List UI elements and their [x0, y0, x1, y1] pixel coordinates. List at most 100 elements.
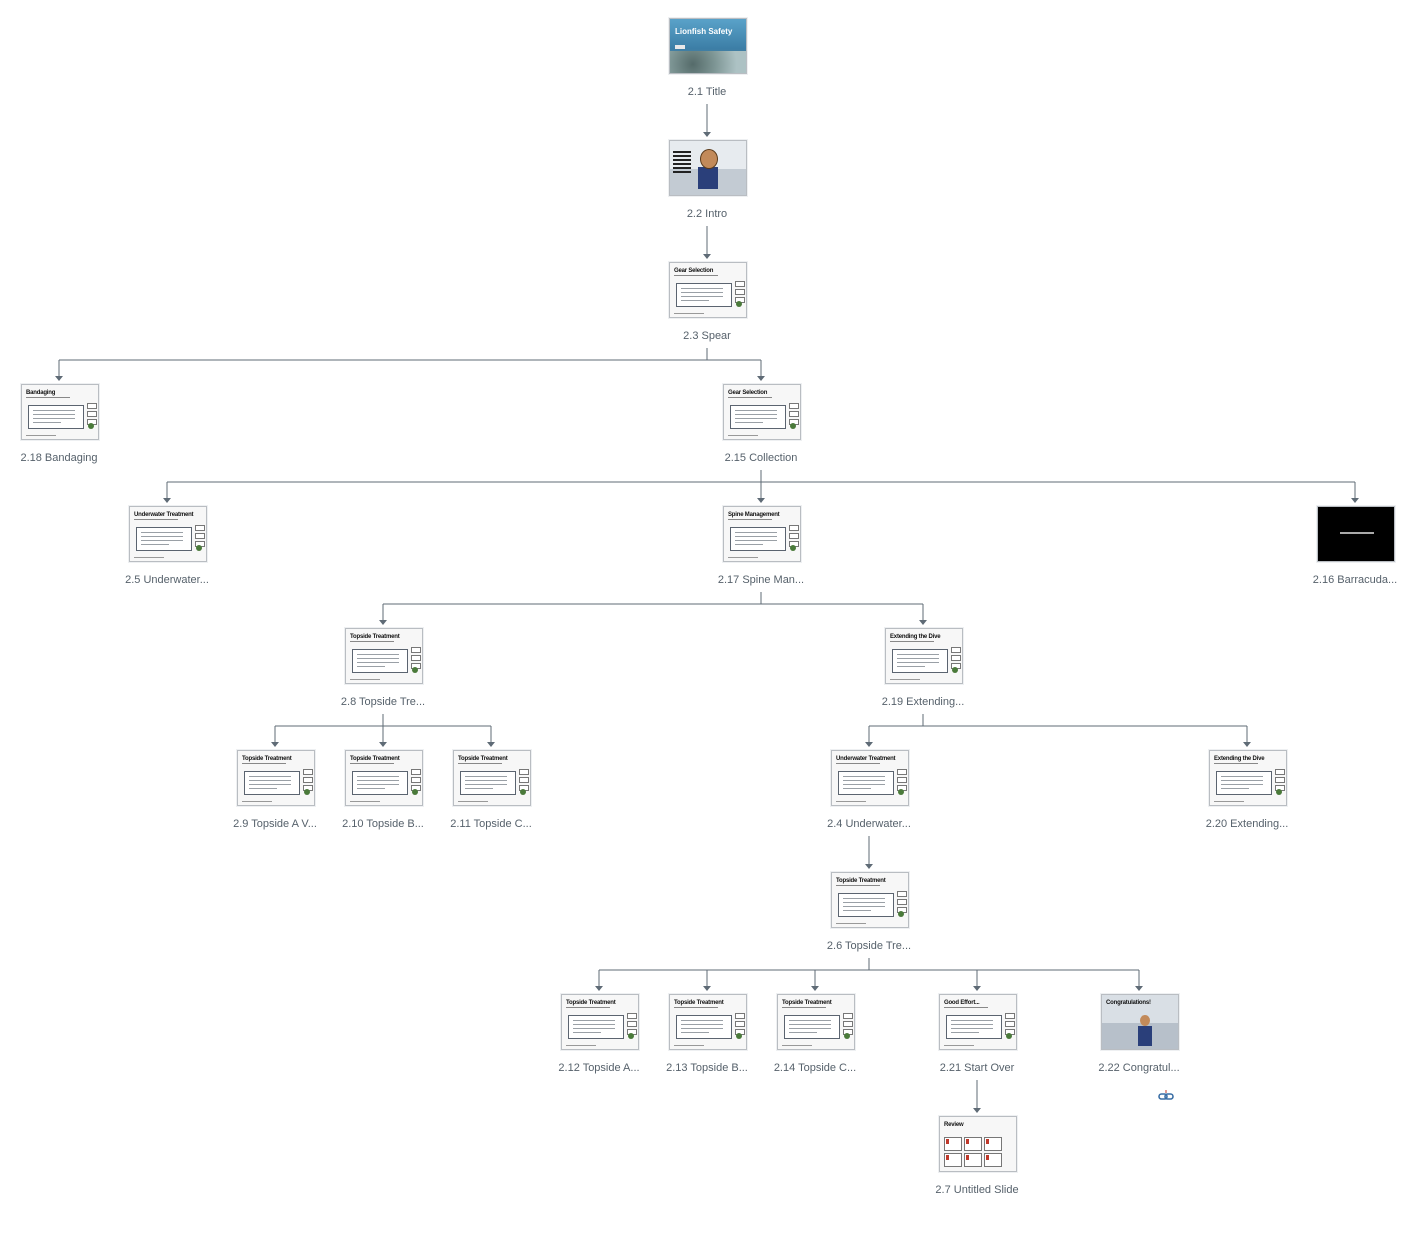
thumbnail-heading: Underwater Treatment	[836, 756, 896, 762]
slide-thumbnail[interactable]: Topside Treatment	[345, 628, 423, 684]
thumbnail-heading: Topside Treatment	[674, 1000, 724, 1006]
slide-node-n8[interactable]: Topside Treatment 2.8 Topside Tre...	[335, 628, 431, 728]
slide-thumbnail[interactable]: Topside Treatment	[237, 750, 315, 806]
arrowhead	[595, 986, 603, 991]
thumbnail-heading: Topside Treatment	[836, 878, 886, 884]
arrowhead	[865, 864, 873, 869]
arrowhead	[919, 620, 927, 625]
slide-thumbnail[interactable]: Gear Selection	[723, 384, 801, 440]
arrowhead	[271, 742, 279, 747]
slide-thumbnail[interactable]: Topside Treatment	[669, 994, 747, 1050]
slide-label: 2.2 Intro	[686, 208, 728, 220]
slide-node-n6[interactable]: Topside Treatment 2.6 Topside Tre...	[821, 872, 917, 972]
slide-node-n14[interactable]: Topside Treatment 2.14 Topside C...	[767, 994, 863, 1094]
slide-node-n22[interactable]: Congratulations! 2.22 Congratul...	[1091, 994, 1187, 1094]
thumbnail-heading: Lionfish Safety	[675, 27, 733, 36]
arrowhead	[487, 742, 495, 747]
slide-node-n3[interactable]: Gear Selection 2.3 Spear	[659, 262, 755, 362]
arrowhead	[757, 376, 765, 381]
arrowhead	[163, 498, 171, 503]
slide-label: 2.7 Untitled Slide	[935, 1184, 1019, 1196]
thumbnail-heading: Good Effort...	[944, 1000, 980, 1006]
slide-node-n10[interactable]: Topside Treatment 2.10 Topside B...	[335, 750, 431, 850]
slide-thumbnail[interactable]: Bandaging	[21, 384, 99, 440]
slide-thumbnail[interactable]: Lionfish Safety	[669, 18, 747, 74]
thumbnail-heading: Extending the Dive	[1214, 756, 1265, 762]
slide-thumbnail[interactable]: Gear Selection	[669, 262, 747, 318]
slide-thumbnail[interactable]: Underwater Treatment	[831, 750, 909, 806]
arrowhead	[865, 742, 873, 747]
slide-label: 2.21 Start Over	[939, 1062, 1015, 1074]
thumbnail-heading: Topside Treatment	[458, 756, 508, 762]
slide-node-n4[interactable]: Underwater Treatment 2.4 Underwater...	[821, 750, 917, 850]
slide-node-n11[interactable]: Topside Treatment 2.11 Topside C...	[443, 750, 539, 850]
arrowhead	[703, 254, 711, 259]
slide-node-n21[interactable]: Good Effort... 2.21 Start Over	[929, 994, 1025, 1094]
thumbnail-heading: Topside Treatment	[566, 1000, 616, 1006]
arrowhead	[973, 986, 981, 991]
slide-thumbnail[interactable]: Congratulations!	[1101, 994, 1179, 1050]
arrowhead	[703, 986, 711, 991]
slide-label: 2.8 Topside Tre...	[340, 696, 426, 708]
slide-thumbnail[interactable]: Topside Treatment	[831, 872, 909, 928]
slide-thumbnail[interactable]: Topside Treatment	[345, 750, 423, 806]
slide-thumbnail[interactable]: Extending the Dive	[885, 628, 963, 684]
slide-label: 2.3 Spear	[683, 330, 731, 342]
slide-node-n17[interactable]: Spine Management 2.17 Spine Man...	[713, 506, 809, 606]
arrowhead	[55, 376, 63, 381]
slide-thumbnail[interactable]: Topside Treatment	[561, 994, 639, 1050]
arrowhead	[811, 986, 819, 991]
slide-node-n9[interactable]: Topside Treatment 2.9 Topside A V...	[227, 750, 323, 850]
slide-node-n2[interactable]: 2.2 Intro	[659, 140, 755, 240]
slide-node-n7[interactable]: Review 2.7 Untitled Slide	[929, 1116, 1025, 1216]
slide-label: 2.17 Spine Man...	[717, 574, 805, 586]
slide-thumbnail[interactable]: Underwater Treatment	[129, 506, 207, 562]
slide-label: 2.1 Title	[687, 86, 727, 98]
slide-label: 2.20 Extending...	[1205, 818, 1289, 830]
slide-thumbnail[interactable]: Topside Treatment	[777, 994, 855, 1050]
arrowhead	[703, 132, 711, 137]
thumbnail-heading: Topside Treatment	[242, 756, 292, 762]
slide-node-n1[interactable]: Lionfish Safety 2.1 Title	[659, 18, 755, 118]
thumbnail-heading: Topside Treatment	[350, 756, 400, 762]
slide-thumbnail[interactable]: Spine Management	[723, 506, 801, 562]
thumbnail-heading: Underwater Treatment	[134, 512, 194, 518]
slide-label: 2.4 Underwater...	[827, 818, 911, 830]
slide-thumbnail[interactable]: Review	[939, 1116, 1017, 1172]
slide-node-n20[interactable]: Extending the Dive 2.20 Extending...	[1199, 750, 1295, 850]
slide-label: 2.9 Topside A V...	[233, 818, 317, 830]
thumbnail-heading: Review	[944, 1122, 964, 1128]
slide-label: 2.5 Underwater...	[125, 574, 209, 586]
slide-label: 2.10 Topside B...	[342, 818, 424, 830]
slide-node-n19[interactable]: Extending the Dive 2.19 Extending...	[875, 628, 971, 728]
slide-node-n15[interactable]: Gear Selection 2.15 Collection	[713, 384, 809, 484]
slide-node-n16[interactable]: 2.16 Barracuda...	[1307, 506, 1403, 606]
arrowhead	[379, 620, 387, 625]
slide-label: 2.18 Bandaging	[20, 452, 98, 464]
slide-thumbnail[interactable]: Extending the Dive	[1209, 750, 1287, 806]
slide-node-n5[interactable]: Underwater Treatment 2.5 Underwater...	[119, 506, 215, 606]
arrowhead	[973, 1108, 981, 1113]
slide-thumbnail[interactable]	[669, 140, 747, 196]
slide-thumbnail[interactable]: Good Effort...	[939, 994, 1017, 1050]
arrowhead	[379, 742, 387, 747]
slide-label: 2.22 Congratul...	[1098, 1062, 1180, 1074]
slide-label: 2.6 Topside Tre...	[826, 940, 912, 952]
thumbnail-heading: Gear Selection	[674, 268, 714, 274]
slide-label: 2.19 Extending...	[881, 696, 965, 708]
thumbnail-heading: Congratulations!	[1106, 1000, 1151, 1006]
slide-label: 2.14 Topside C...	[773, 1062, 857, 1074]
thumbnail-heading: Spine Management	[728, 512, 780, 518]
slide-label: 2.15 Collection	[724, 452, 798, 464]
slide-node-n18[interactable]: Bandaging 2.18 Bandaging	[11, 384, 107, 484]
thumbnail-heading: Topside Treatment	[782, 1000, 832, 1006]
slide-thumbnail[interactable]	[1317, 506, 1395, 562]
thumbnail-heading: Gear Selection	[728, 390, 768, 396]
slide-label: 2.11 Topside C...	[450, 818, 532, 830]
arrowhead	[1243, 742, 1251, 747]
thumbnail-heading: Extending the Dive	[890, 634, 941, 640]
slide-thumbnail[interactable]: Topside Treatment	[453, 750, 531, 806]
link-icon[interactable]	[1157, 1090, 1175, 1102]
